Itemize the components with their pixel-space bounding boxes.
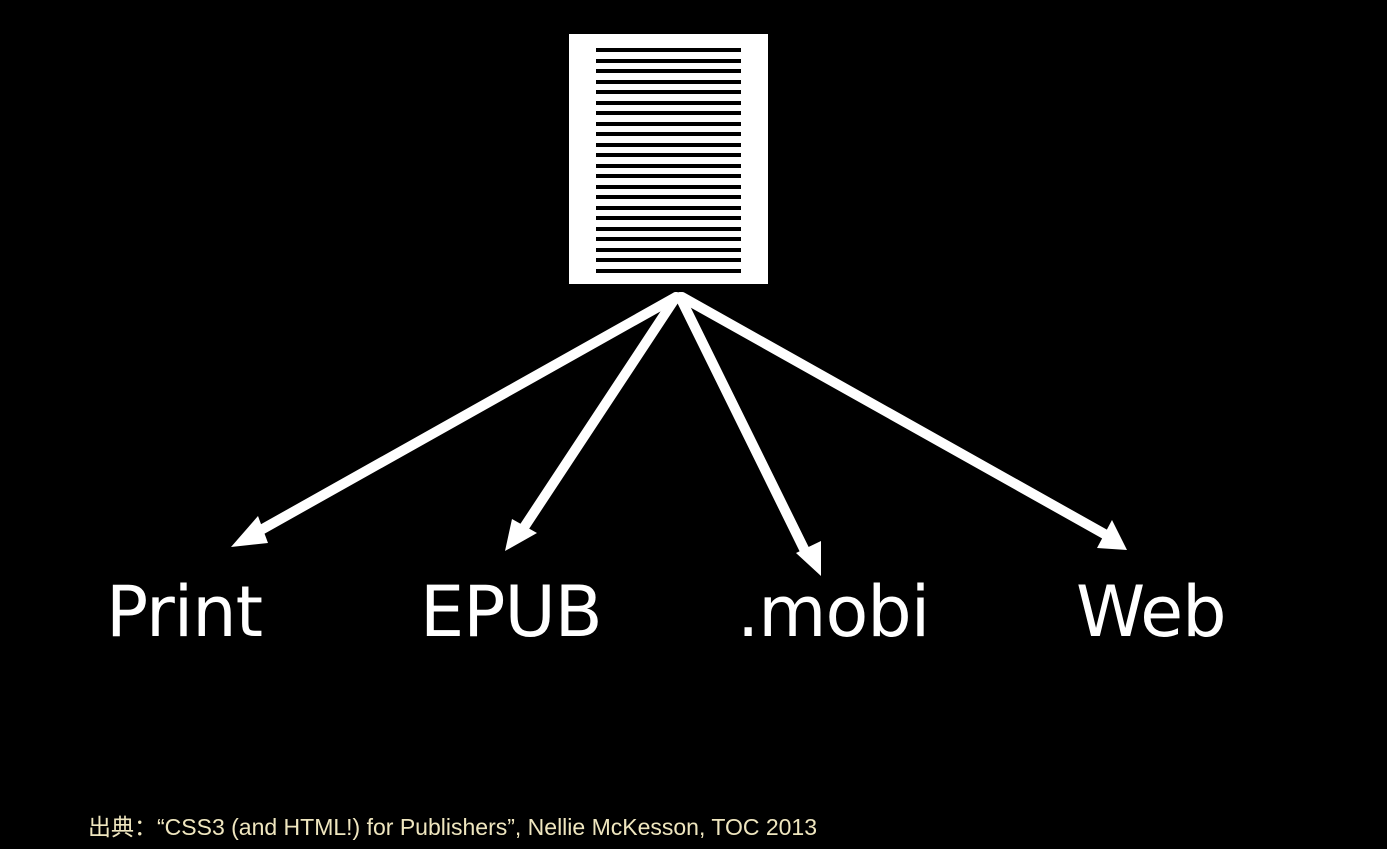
document-text-line <box>596 205 741 210</box>
document-text-line <box>596 69 741 73</box>
output-label-web: Web <box>1076 571 1227 653</box>
document-text-line <box>596 79 741 84</box>
document-text-line <box>596 174 741 178</box>
document-text-line <box>596 268 741 273</box>
document-text-line <box>596 153 741 157</box>
document-text-line <box>596 121 741 126</box>
output-label-mobi: .mobi <box>737 571 930 653</box>
document-text-line <box>596 58 741 63</box>
document-text-line <box>596 216 741 220</box>
document-text-line <box>596 132 741 136</box>
arrow-to-epub <box>516 292 681 537</box>
arrow-to-web <box>677 292 1113 541</box>
arrowhead-epub <box>505 519 537 551</box>
document-text-line <box>596 90 741 94</box>
output-label-print: Print <box>106 571 263 653</box>
arrow-to-print <box>247 292 681 540</box>
source-caption: 出典：“CSS3 (and HTML!) for Publishers”, Ne… <box>88 814 818 840</box>
document-text-line <box>596 237 741 241</box>
arrow-to-mobi <box>675 292 812 560</box>
document-text-line <box>596 195 741 199</box>
output-label-epub: EPUB <box>420 571 603 653</box>
document-text-line <box>596 226 741 231</box>
document-text-line <box>596 258 741 262</box>
document-icon <box>569 34 768 284</box>
document-text-line <box>596 111 741 115</box>
document-text-line <box>596 142 741 147</box>
arrowhead-web <box>1097 520 1127 550</box>
arrowhead-print <box>231 516 268 547</box>
document-text-line <box>596 247 741 252</box>
arrowhead-mobi <box>796 541 821 576</box>
document-text-line <box>596 163 741 168</box>
document-text-line <box>596 48 741 52</box>
document-text-line <box>596 184 741 189</box>
document-text-line <box>596 100 741 105</box>
